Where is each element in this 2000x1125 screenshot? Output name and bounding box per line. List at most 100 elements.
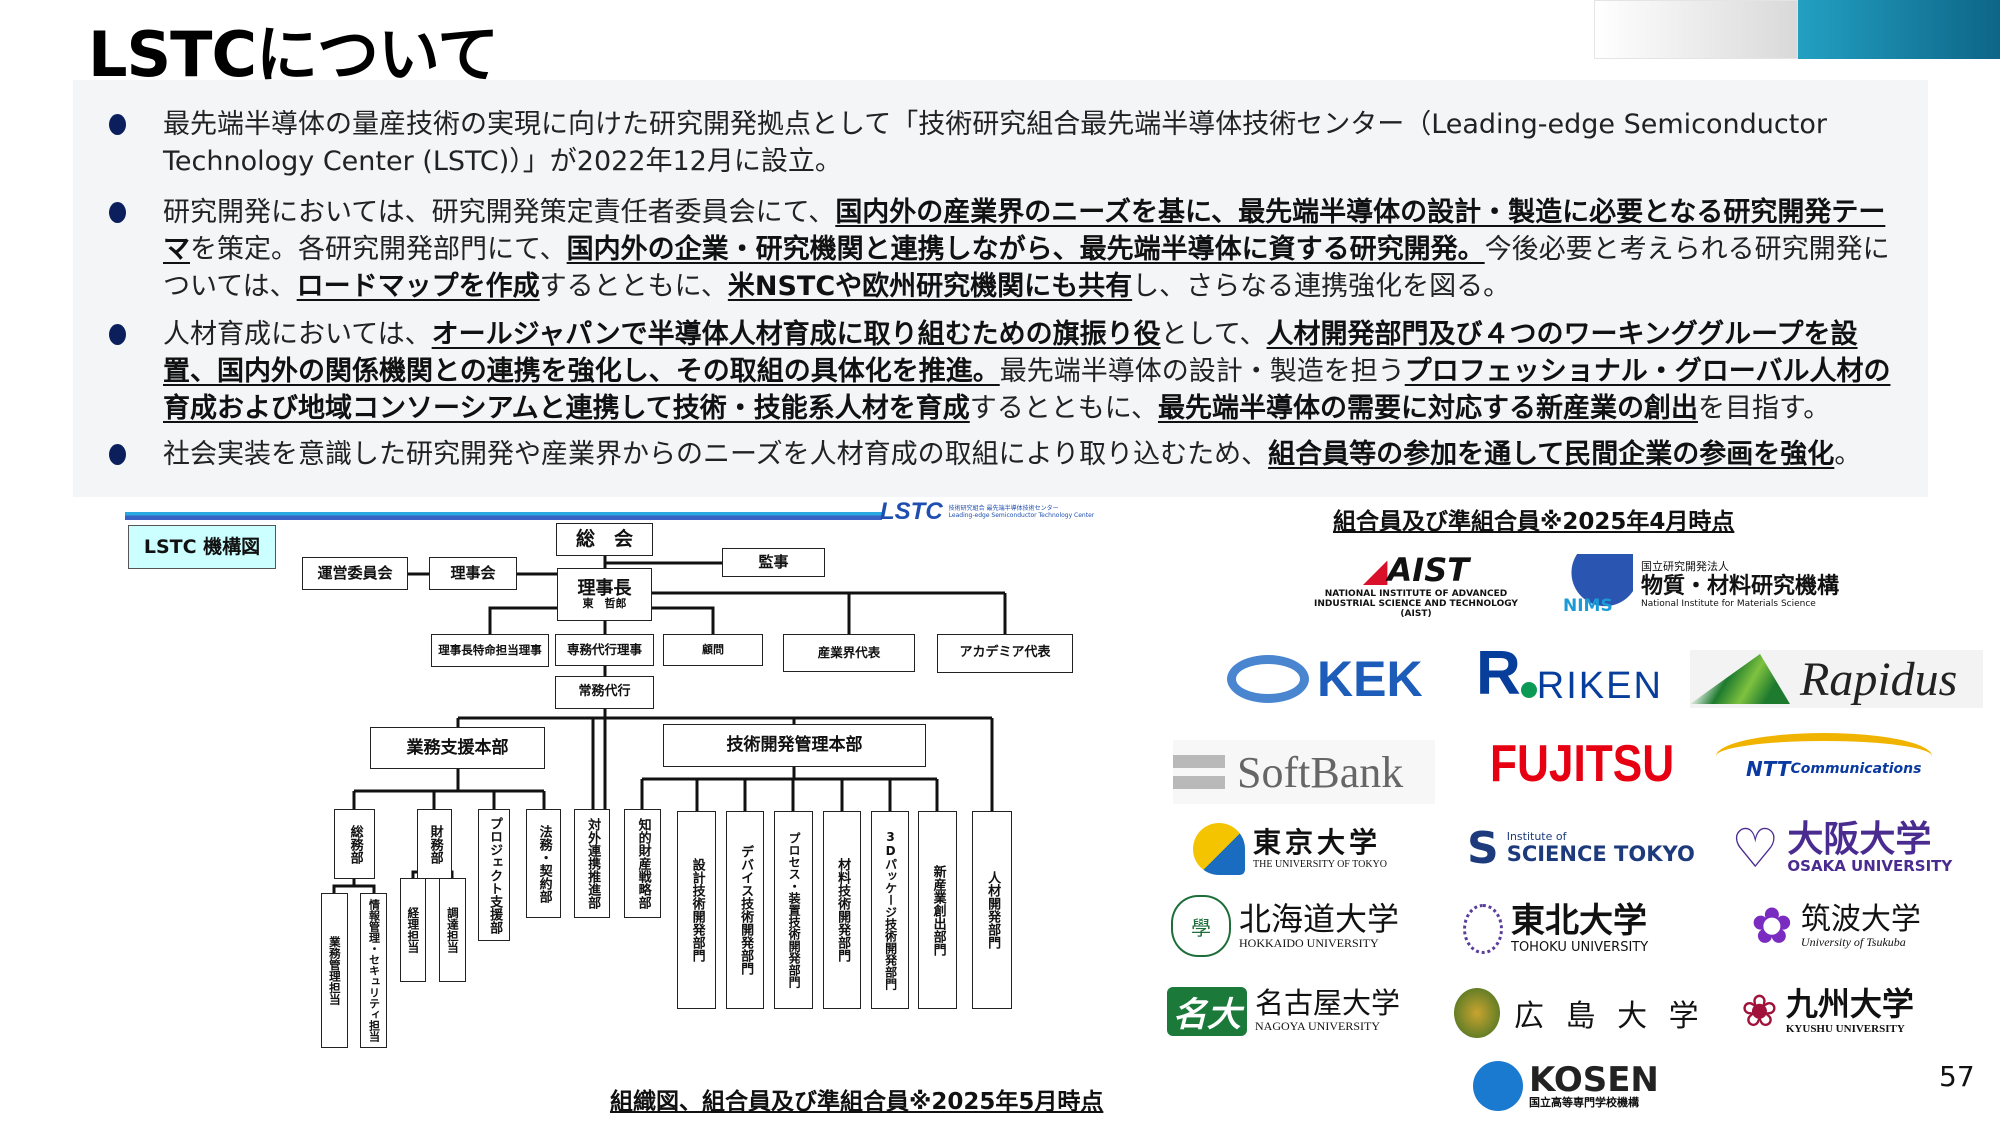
- org-box-legal: 法務・契約部: [526, 809, 561, 918]
- logo-nims: NIMS 国立研究開発法人 物質・材料研究機構 National Institu…: [1563, 551, 1863, 619]
- org-box-steering-committee: 運営委員会: [302, 557, 408, 590]
- kosen-wordmark: KOSEN: [1529, 1060, 1659, 1100]
- org-box-ip-strategy: 知的財産戦略部: [624, 809, 661, 918]
- emphasis-text: 国内外の産業界のニーズを基に、最先端半導体の設計・製造に必要となる研究開発テーマ: [163, 197, 1886, 265]
- org-box-3d-package-dept: 3Dパッケージ技術開発部門: [871, 811, 909, 1009]
- org-box-finance: 財務部: [417, 809, 452, 879]
- hokkaido-name: 北海道大学: [1239, 899, 1400, 938]
- page-title: LSTCについて: [88, 18, 499, 91]
- org-box-procurement: 調達担当: [439, 878, 466, 982]
- header-decoration-gray: [1594, 0, 1798, 59]
- tsukuba-subtitle: University of Tsukuba: [1800, 934, 1906, 949]
- bullet-dot-icon: [109, 324, 126, 345]
- nagoya-subtitle: NAGOYA UNIVERSITY: [1255, 1019, 1380, 1034]
- org-box-external-relations: 対外連携推進部: [574, 809, 610, 918]
- nims-name: 物質・材料研究機構: [1641, 573, 1840, 599]
- org-box-project-support: プロジェクト支援部: [478, 809, 510, 941]
- utokyo-name: 東京大学: [1253, 826, 1382, 860]
- logo-aist: ◢AIST NATIONAL INSTITUTE OF ADVANCED IND…: [1314, 551, 1518, 619]
- chairman-name: 東 哲郎: [582, 597, 627, 611]
- emphasis-text: 最先端半導体の需要に対応する新産業の創出: [1157, 393, 1698, 424]
- emphasis-text: 国内外の企業・研究機関と連携しながら、最先端半導体に資する研究開発。: [566, 234, 1485, 265]
- logo-hiroshima: 広 島 大 学: [1454, 986, 1705, 1040]
- aist-subtitle: NATIONAL INSTITUTE OF ADVANCED INDUSTRIA…: [1314, 589, 1518, 619]
- nims-mark: NIMS: [1563, 554, 1633, 616]
- bullet-text: 最先端半導体の量産技術の実現に向けた研究開発拠点として「技術研究組合最先端半導体…: [163, 109, 1827, 177]
- logo-riken: R RIKEN: [1476, 638, 1663, 708]
- bullet-text: 。: [1834, 439, 1862, 470]
- org-box-business-support-hq: 業務支援本部: [370, 727, 545, 769]
- osaka-name: 大阪大学: [1787, 819, 1932, 861]
- bullet-text: 最先端半導体の設計・製造を担う: [999, 356, 1405, 387]
- bullet-dot-icon: [109, 114, 126, 135]
- bullet-dot-icon: [109, 444, 126, 465]
- members-title: 組合員及び準組合員※2025年4月時点: [1333, 509, 1735, 535]
- org-box-device-dept: デバイス技術開発部門: [726, 811, 764, 1009]
- hokkaido-subtitle: HOKKAIDO UNIVERSITY: [1239, 936, 1379, 950]
- ntt-communications-wordmark: Communications: [1790, 761, 1922, 777]
- org-box-infosec: 情報管理・セキュリティ担当: [360, 893, 387, 1048]
- bullet-text: を策定。各研究開発部門にて、: [190, 234, 567, 265]
- emphasis-text: ロードマップを作成: [296, 271, 540, 302]
- logo-softbank: SoftBank: [1173, 740, 1435, 804]
- kek-wordmark: KEK: [1317, 651, 1423, 707]
- emphasis-text: 米NSTCや欧州研究機関にも共有: [727, 271, 1133, 302]
- logo-fujitsu: FUJITSU: [1490, 724, 1707, 804]
- org-box-design-dept: 設計技術開発部門: [677, 811, 716, 1009]
- bullet-text: 社会実装を意識した研究開発や産業界からのニーズを人材育成の取組により取り込むため…: [163, 439, 1269, 470]
- emphasis-text: プロフェッショナル・グローバル人材の育成および地域コンソーシアムと連携して技術・…: [163, 356, 1891, 424]
- bullet-dot-icon: [109, 202, 126, 223]
- emphasis-text: 人材開発部門及び４つのワーキンググループを設置、国内外の関係機関との連携を強化し…: [163, 319, 1858, 387]
- fujitsu-wordmark: FUJITSU: [1490, 735, 1675, 793]
- bullet-item: 人材育成においては、オールジャパンで半導体人材育成に取り組むための旗振り役として…: [109, 316, 1893, 427]
- nims-subtitle: National Institute for Materials Science: [1641, 598, 1816, 609]
- org-box-exec-deputy: 専務代行理事: [555, 634, 654, 666]
- org-box-business-mgmt: 業務管理担当: [321, 893, 348, 1048]
- org-box-material-dept: 材料技術開発部門: [823, 811, 861, 1009]
- chairman-label: 理事長: [577, 577, 632, 599]
- bullet-item: 社会実装を意識した研究開発や産業界からのニーズを人材育成の取組により取り込むため…: [109, 436, 1893, 473]
- org-box-managing-deputy: 常務代行: [555, 676, 654, 709]
- org-box-new-industry-dept: 新産業創出部門: [918, 811, 957, 1009]
- org-chart-caption: 組織図、組合員及び準組合員※2025年5月時点: [610, 1089, 1104, 1115]
- osaka-subtitle: OSAKA UNIVERSITY: [1787, 857, 1953, 876]
- logo-ntt-communications: NTT Communications: [1716, 733, 1932, 791]
- bullet-text: として、: [1160, 319, 1267, 350]
- org-box-special-director: 理事長特命担当理事: [431, 634, 549, 667]
- bullet-text: し、さらなる連携強化を図る。: [1132, 271, 1511, 302]
- bullet-item: 最先端半導体の量産技術の実現に向けた研究開発拠点として「技術研究組合最先端半導体…: [109, 106, 1893, 180]
- tsukuba-name: 筑波大学: [1800, 901, 1921, 937]
- kyushu-name: 九州大学: [1785, 985, 1914, 1024]
- lstc-logo-text: LSTC: [880, 498, 943, 525]
- kyushu-subtitle: KYUSHU UNIVERSITY: [1785, 1022, 1905, 1035]
- chart-header-bar: [125, 512, 882, 520]
- logo-rapidus: Rapidus: [1690, 650, 1983, 708]
- lstc-logo-en: Leading-edge Semiconductor Technology Ce…: [948, 512, 1095, 519]
- org-box-process-dept: プロセス・装置技術開発部門: [774, 811, 813, 1009]
- tohoku-subtitle: TOHOKU UNIVERSITY: [1511, 939, 1649, 955]
- rapidus-wordmark: Rapidus: [1800, 652, 1958, 706]
- nims-pre: 国立研究開発法人: [1641, 559, 1729, 573]
- org-box-chairman: 理事長 東 哲郎: [557, 568, 652, 621]
- org-box-general-affairs: 総務部: [334, 809, 375, 879]
- org-box-general-meeting: 総 会: [556, 523, 653, 556]
- bullet-text: 今後必要と考えられる研究開発については、: [163, 234, 1890, 302]
- lstc-logo-jp: 技術研究組合 最先端半導体技術センター: [948, 505, 1059, 512]
- org-chart-title: LSTC 機構図: [128, 525, 276, 569]
- org-box-board: 理事会: [429, 557, 517, 590]
- header-decoration-blue: [1798, 0, 2000, 59]
- org-box-auditor: 監事: [722, 548, 825, 577]
- riken-wordmark: RIKEN: [1536, 665, 1663, 707]
- science-tokyo-pre: Institute of: [1506, 829, 1567, 843]
- kosen-subtitle: 国立高等専門学校機構: [1529, 1096, 1639, 1109]
